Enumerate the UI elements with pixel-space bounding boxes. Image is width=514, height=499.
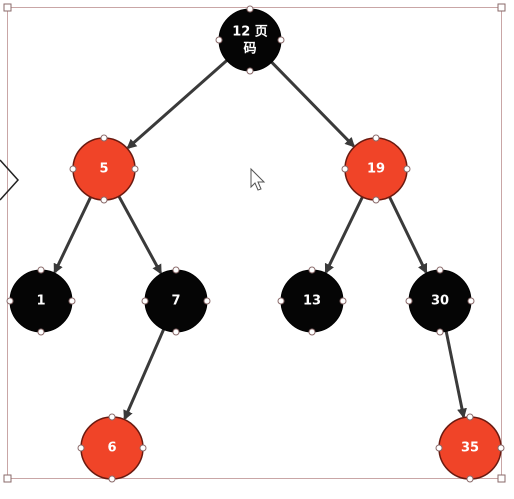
connection-handle[interactable] <box>372 196 380 204</box>
node-label: 6 <box>107 441 116 456</box>
edges-layer <box>53 59 467 421</box>
tree-node-19[interactable]: 19 <box>341 134 411 204</box>
connection-handle[interactable] <box>466 475 474 483</box>
edge-5-7[interactable] <box>117 195 162 275</box>
connection-handle[interactable] <box>308 328 316 336</box>
connection-handle[interactable] <box>68 297 76 305</box>
connection-handle[interactable] <box>246 5 254 13</box>
connection-handle[interactable] <box>141 297 149 305</box>
connection-handle[interactable] <box>435 444 443 452</box>
node-label: 30 <box>431 294 449 309</box>
connection-handle[interactable] <box>467 297 475 305</box>
connection-handle[interactable] <box>203 297 211 305</box>
connection-handle[interactable] <box>405 297 413 305</box>
connection-handle[interactable] <box>77 444 85 452</box>
node-label: 13 <box>303 294 321 309</box>
frame-handle-bottom-left[interactable] <box>3 474 12 483</box>
connection-handle[interactable] <box>37 328 45 336</box>
nodes-layer: 12 页码 5 19 1 7 13 30 6 35 <box>6 5 505 483</box>
offscreen-shape-arrow <box>0 159 20 201</box>
connection-handle[interactable] <box>403 165 411 173</box>
node-label: 1 <box>36 294 45 309</box>
node-label: 5 <box>99 162 108 177</box>
edge-12-19[interactable] <box>270 61 356 148</box>
connection-handle[interactable] <box>372 134 380 142</box>
connection-handle[interactable] <box>139 444 147 452</box>
node-label: 35 <box>461 441 479 456</box>
frame-handle-bottom-right[interactable] <box>497 474 506 483</box>
connection-handle[interactable] <box>108 475 116 483</box>
node-circle[interactable] <box>218 8 282 72</box>
connection-handle[interactable] <box>497 444 505 452</box>
connection-handle[interactable] <box>172 266 180 274</box>
tree-node-13[interactable]: 13 <box>277 266 347 336</box>
tree-node-35[interactable]: 35 <box>435 413 505 483</box>
connection-handle[interactable] <box>37 266 45 274</box>
connection-handle[interactable] <box>246 67 254 75</box>
connection-handle[interactable] <box>108 413 116 421</box>
connection-handle[interactable] <box>69 165 77 173</box>
connection-handle[interactable] <box>436 328 444 336</box>
mouse-cursor-icon <box>250 167 266 191</box>
tree-node-7[interactable]: 7 <box>141 266 211 336</box>
connection-handle[interactable] <box>277 297 285 305</box>
tree-node-1[interactable]: 1 <box>6 266 76 336</box>
tree-node-6[interactable]: 6 <box>77 413 147 483</box>
connection-handle[interactable] <box>341 165 349 173</box>
node-label-line2: 码 <box>243 42 256 57</box>
edge-19-13[interactable] <box>324 196 364 275</box>
edge-5-1[interactable] <box>53 196 93 274</box>
connection-handle[interactable] <box>277 36 285 44</box>
connection-handle[interactable] <box>308 266 316 274</box>
connection-handle[interactable] <box>100 134 108 142</box>
connection-handle[interactable] <box>131 165 139 173</box>
connection-handle[interactable] <box>436 266 444 274</box>
tree-node-5[interactable]: 5 <box>69 134 139 204</box>
edge-19-30[interactable] <box>388 196 428 275</box>
connection-handle[interactable] <box>172 328 180 336</box>
edge-7-6[interactable] <box>123 328 166 421</box>
selection-frame[interactable] <box>7 7 502 479</box>
frame-handle-top-left[interactable] <box>3 3 12 12</box>
node-label: 19 <box>367 162 385 177</box>
connection-handle[interactable] <box>6 297 14 305</box>
edge-30-35[interactable] <box>444 331 467 419</box>
connection-handle[interactable] <box>215 36 223 44</box>
connection-handle[interactable] <box>339 297 347 305</box>
frame-handles[interactable] <box>3 3 506 483</box>
edge-12-5[interactable] <box>126 59 228 150</box>
tree-node-30[interactable]: 30 <box>405 266 475 336</box>
node-label: 7 <box>171 294 180 309</box>
node-label-line1: 12 页 <box>232 25 268 40</box>
tree-node-12[interactable]: 12 页码 <box>215 5 285 75</box>
frame-handle-top-right[interactable] <box>497 3 506 12</box>
connection-handle[interactable] <box>466 413 474 421</box>
connection-handle[interactable] <box>100 196 108 204</box>
